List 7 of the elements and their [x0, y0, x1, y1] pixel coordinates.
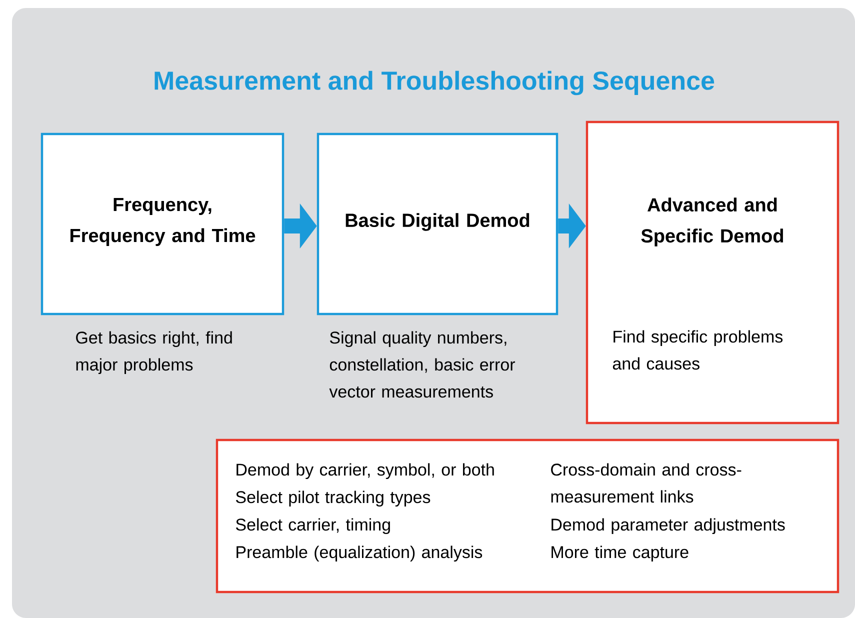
- process-box: Frequency, Frequency and Time: [40, 132, 284, 316]
- process-box: Advanced and Specific Demod Find specific problems and causes: [586, 120, 840, 424]
- details-box: Demod by carrier, symbol, or both Select pilot tracking types Select carrier, timing Preamble (equalization) analysis Cross-domain and cross-measurement links Demod parameter adjustments More time capture: [216, 438, 840, 594]
- description-text: Get basics right, find major problems: [76, 331, 232, 374]
- process-box: Basic Digital Demod: [316, 132, 558, 316]
- title: Measurement and Troubleshooting Sequence: [154, 70, 714, 96]
- description-text: Signal quality numbers, constellation, basic error vector measurements: [329, 331, 516, 398]
